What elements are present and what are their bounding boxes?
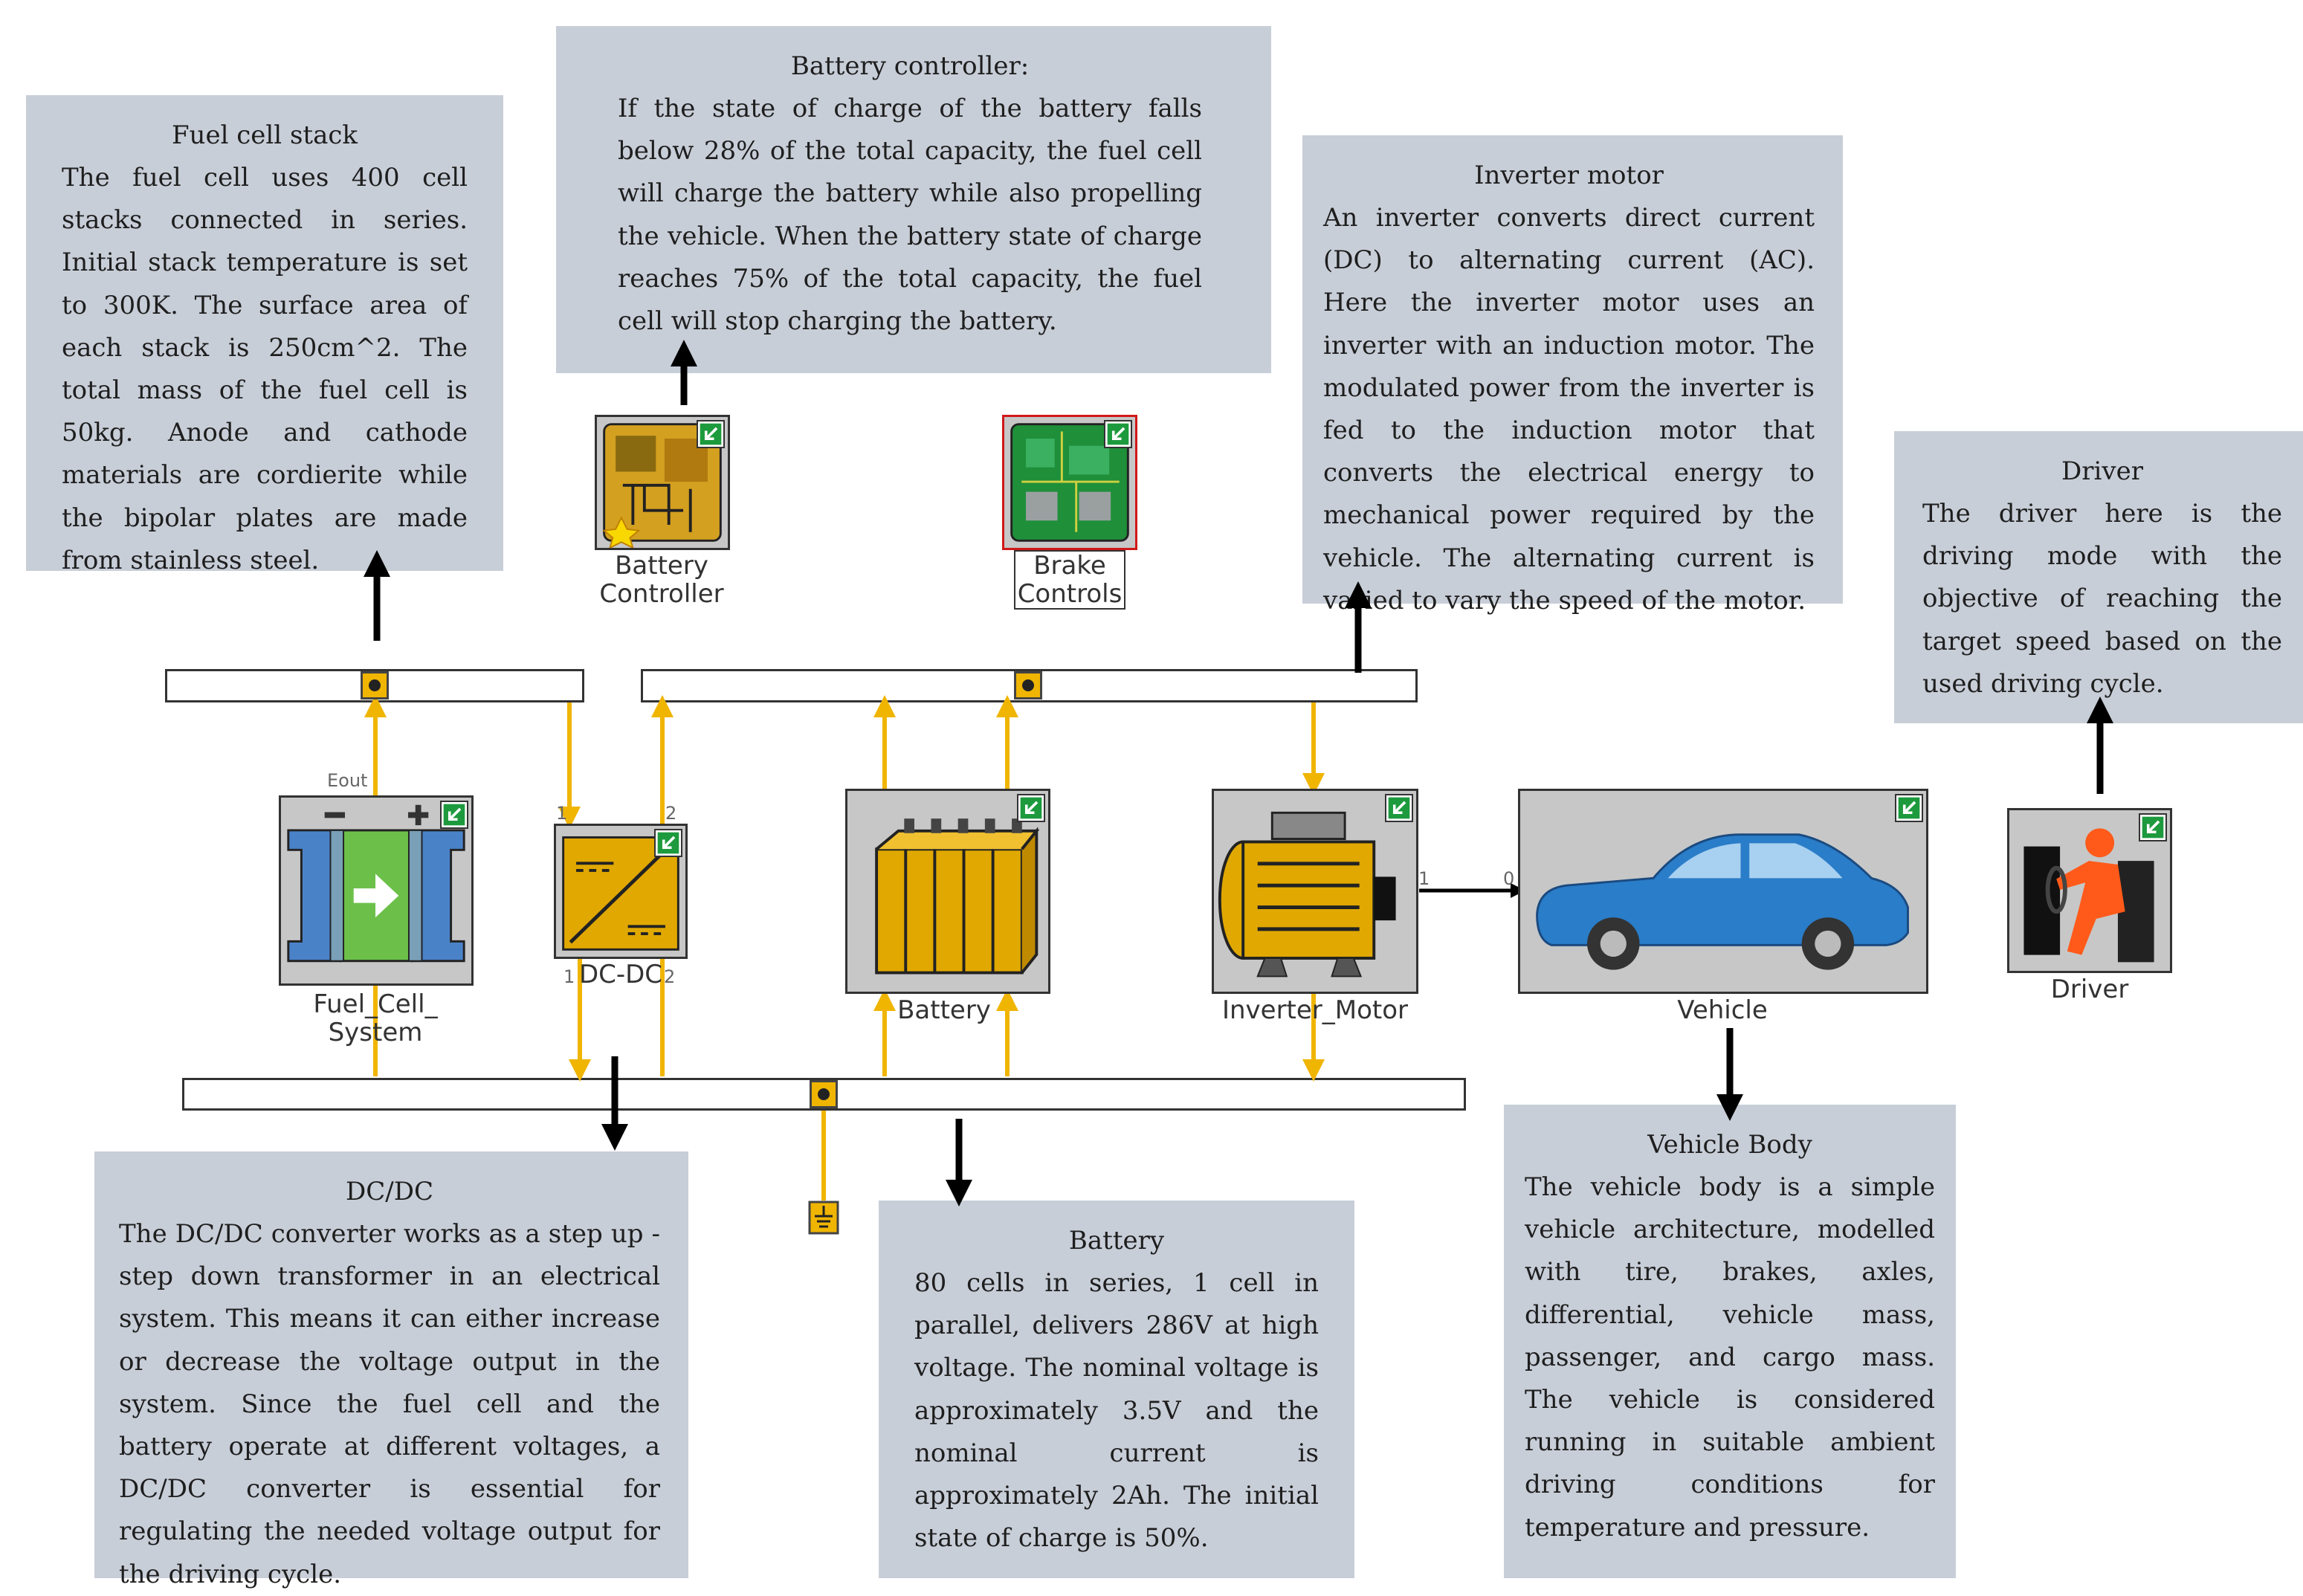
brake-controls-label-line2: Controls: [1017, 579, 1123, 609]
note-body: 80 cells in series, 1 cell in parallel, …: [914, 1268, 1319, 1554]
fuel-cell-label: Fuel_Cell_ System: [294, 990, 457, 1047]
driver-block[interactable]: [2007, 808, 2172, 973]
fuel-cell-label-line1: Fuel_Cell_: [313, 989, 438, 1019]
bus-port-left[interactable]: [361, 671, 389, 700]
fuel-cell-icon: [287, 804, 465, 963]
driver-icon: [2023, 828, 2154, 963]
battery-controller-label-line2: Controller: [599, 579, 724, 609]
note-body: The vehicle body is a simple vehicle arc…: [1525, 1172, 1935, 1542]
note-driver: Driver The driver here is the driving mo…: [1894, 431, 2303, 723]
motor-icon: [1218, 811, 1396, 978]
link-icon[interactable]: [1895, 794, 1923, 822]
circuit-board-icon: [1010, 423, 1129, 542]
note-inverter-motor: Inverter motor An inverter converts dire…: [1302, 135, 1843, 616]
fuel-cell-port-label: Eout: [327, 770, 368, 791]
battery-block[interactable]: [845, 789, 1050, 994]
dcdc-port-1-top: 1: [556, 803, 568, 824]
note-battery-controller: Battery controller: If the state of char…: [556, 26, 1271, 373]
note-title: Driver: [2061, 456, 2143, 486]
note-dcdc: DC/DC The DC/DC converter works as a ste…: [94, 1151, 688, 1589]
note-title: Battery: [1068, 1226, 1165, 1256]
car-icon: [1536, 833, 1909, 970]
note-title: Vehicle Body: [1647, 1130, 1812, 1160]
vehicle-label: Vehicle: [1677, 995, 1768, 1025]
link-icon[interactable]: [2139, 813, 2167, 841]
dcdc-port-1-bottom: 1: [563, 966, 575, 987]
battery-icon: [875, 818, 1040, 975]
dcdc-label: DC-DC: [578, 960, 663, 989]
brake-controls-label-line1: Brake: [1033, 551, 1106, 581]
circuit-board-icon: [602, 423, 722, 548]
battery-controller-label-line1: Battery: [615, 551, 708, 581]
note-body: The DC/DC converter works as a step up -…: [119, 1219, 660, 1589]
dcdc-block[interactable]: [554, 824, 688, 959]
note-title: Battery controller:: [790, 51, 1030, 81]
battery-controller-label: Battery Controller: [587, 552, 736, 608]
fuel-cell-label-line2: System: [328, 1018, 423, 1047]
vehicle-block[interactable]: [1518, 789, 1928, 994]
link-icon[interactable]: [1385, 794, 1413, 822]
link-icon[interactable]: [1104, 420, 1132, 448]
note-title: Fuel cell stack: [171, 120, 358, 150]
vehicle-input-port: 0: [1503, 868, 1515, 889]
dcdc-port-2-bottom: 2: [664, 966, 676, 987]
note-body: If the state of charge of the battery fa…: [618, 94, 1202, 337]
battery-label: Battery: [897, 995, 991, 1025]
link-icon[interactable]: [654, 829, 682, 857]
note-body: An inverter converts direct current (DC)…: [1323, 203, 1815, 616]
inverter-motor-block[interactable]: [1212, 789, 1418, 994]
driver-label: Driver: [2050, 975, 2129, 1004]
note-title: Inverter motor: [1474, 161, 1664, 190]
note-vehicle-body: Vehicle Body The vehicle body is a simpl…: [1504, 1105, 1956, 1578]
note-body: The fuel cell uses 400 cell stacks conne…: [62, 163, 468, 575]
ground-icon: [808, 1201, 839, 1235]
note-title: DC/DC: [345, 1177, 433, 1206]
brake-controls-label: Brake Controls: [1014, 550, 1125, 610]
note-fuel-cell-stack: Fuel cell stack The fuel cell uses 400 c…: [26, 95, 503, 575]
note-body: The driver here is the driving mode with…: [1922, 499, 2282, 699]
bus-port-right[interactable]: [1014, 671, 1042, 700]
note-battery: Battery 80 cells in series, 1 cell in pa…: [879, 1201, 1354, 1578]
inverter-motor-output-port: 1: [1418, 868, 1430, 889]
inverter-motor-label: Inverter_Motor: [1221, 995, 1409, 1025]
link-icon[interactable]: [1017, 794, 1045, 822]
link-icon[interactable]: [440, 801, 468, 829]
dcdc-port-2-top: 2: [665, 803, 677, 824]
battery-controller-block[interactable]: [595, 415, 730, 550]
brake-controls-block[interactable]: [1002, 415, 1137, 550]
link-icon[interactable]: [697, 420, 725, 448]
bus-port-electrical[interactable]: [810, 1080, 838, 1108]
fuel-cell-block[interactable]: [279, 795, 474, 986]
